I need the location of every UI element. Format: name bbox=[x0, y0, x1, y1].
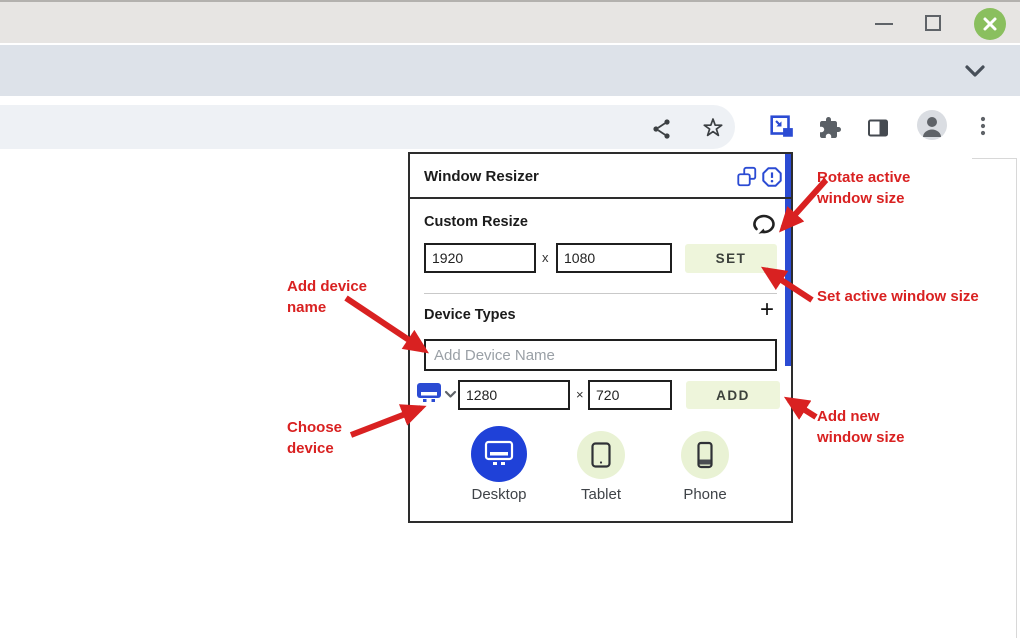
custom-resize-label: Custom Resize bbox=[424, 214, 528, 230]
avatar-icon[interactable] bbox=[917, 110, 947, 140]
minimize-icon[interactable] bbox=[875, 23, 893, 25]
custom-height-input[interactable] bbox=[556, 243, 672, 273]
chevron-down-icon[interactable] bbox=[962, 60, 988, 82]
page-scrollbar-edge bbox=[1016, 158, 1017, 638]
phone-icon bbox=[697, 441, 713, 469]
custom-width-input[interactable] bbox=[424, 243, 536, 273]
window-resizer-popup: Window Resizer Custom Resize x SET Devic… bbox=[408, 152, 793, 523]
address-bar[interactable] bbox=[0, 105, 735, 149]
profile-person-icon bbox=[923, 117, 941, 137]
dimension-separator: × bbox=[576, 387, 584, 402]
device-height-input[interactable] bbox=[588, 380, 672, 410]
close-button[interactable] bbox=[974, 8, 1006, 40]
add-device-type-button[interactable]: + bbox=[760, 296, 775, 323]
page-frame-line bbox=[972, 158, 1016, 159]
device-label-desktop: Desktop bbox=[471, 486, 527, 503]
share-icon[interactable] bbox=[650, 117, 674, 141]
add-button[interactable]: ADD bbox=[686, 381, 780, 409]
device-label-tablet: Tablet bbox=[580, 486, 622, 503]
section-divider bbox=[424, 293, 777, 294]
popup-scrollbar[interactable] bbox=[785, 154, 791, 366]
annotation-add-device-name: Add device name bbox=[287, 278, 368, 316]
monitor-icon bbox=[417, 383, 457, 402]
annotation-set-active: Set active window size bbox=[817, 288, 979, 305]
desktop-icon bbox=[484, 440, 514, 465]
annotation-add-new-size: Add new window size bbox=[817, 408, 905, 446]
tablet-icon bbox=[591, 442, 611, 468]
tab-strip bbox=[0, 45, 1020, 96]
device-option-tablet[interactable] bbox=[577, 431, 625, 479]
side-panel-icon[interactable] bbox=[866, 116, 890, 140]
device-types-label: Device Types bbox=[424, 307, 516, 323]
device-select-dropdown[interactable] bbox=[415, 380, 457, 410]
alert-octagon-icon[interactable] bbox=[761, 166, 783, 188]
window-resizer-extension-icon[interactable] bbox=[769, 114, 795, 140]
annotation-rotate-active: Rotate active window size bbox=[817, 169, 911, 207]
popout-windows-icon[interactable] bbox=[736, 166, 758, 188]
star-icon[interactable] bbox=[701, 116, 725, 140]
annotation-arrow bbox=[783, 396, 818, 420]
dimension-separator: x bbox=[542, 250, 549, 265]
window-titlebar bbox=[0, 0, 1020, 43]
device-label-phone: Phone bbox=[683, 486, 727, 503]
popup-title: Window Resizer bbox=[424, 168, 539, 185]
three-dot-menu-icon[interactable] bbox=[971, 114, 995, 138]
rotate-ccw-icon[interactable] bbox=[748, 210, 778, 238]
close-x-icon bbox=[983, 17, 997, 31]
device-name-input[interactable] bbox=[424, 339, 777, 371]
set-button[interactable]: SET bbox=[685, 244, 777, 273]
device-width-input[interactable] bbox=[458, 380, 570, 410]
device-option-phone[interactable] bbox=[681, 431, 729, 479]
popup-header: Window Resizer bbox=[410, 154, 791, 199]
browser-toolbar bbox=[0, 96, 1020, 152]
puzzle-icon[interactable] bbox=[818, 116, 842, 140]
annotation-choose-device: Choose device bbox=[287, 419, 343, 457]
device-option-desktop[interactable] bbox=[471, 426, 527, 482]
maximize-icon[interactable] bbox=[925, 15, 941, 31]
